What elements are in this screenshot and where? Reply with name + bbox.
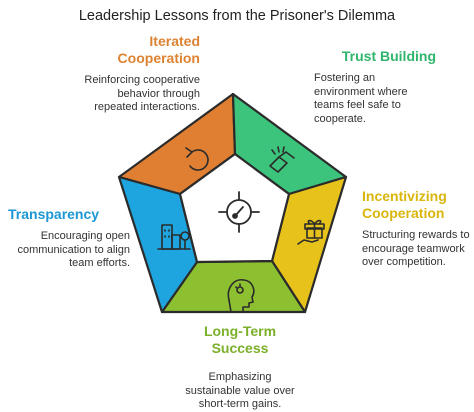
iterated-cooperation-title: Iterated Cooperation bbox=[40, 33, 200, 67]
desc-line: cooperate. bbox=[314, 112, 366, 125]
desc-line: teams feel safe to bbox=[314, 99, 401, 111]
trust-building-description: Fostering an environment where teams fee… bbox=[314, 72, 436, 126]
transparency-title: Transparency bbox=[8, 206, 130, 223]
desc-line: Fostering an bbox=[314, 72, 376, 84]
title-line: Incentivizing bbox=[362, 188, 447, 204]
desc-line: Reinforcing cooperative bbox=[84, 74, 200, 86]
desc-line: behavior through bbox=[117, 87, 200, 100]
target-dial-icon bbox=[218, 191, 260, 233]
handshake-icon bbox=[269, 146, 295, 173]
title-line: Cooperation bbox=[117, 50, 200, 66]
title-line: Trust Building bbox=[341, 48, 436, 64]
desc-line: repeated interactions. bbox=[94, 101, 200, 113]
desc-line: sustainable value over bbox=[185, 384, 295, 397]
transparency-block: Transparency Encouraging open communicat… bbox=[8, 206, 130, 271]
gift-icon bbox=[297, 219, 325, 245]
desc-line: encourage teamwork bbox=[362, 242, 465, 255]
long-term-success-block: Long-Term Success Emphasizing sustainabl… bbox=[170, 323, 310, 412]
center-pentagon bbox=[178, 152, 291, 264]
title-line: Success bbox=[211, 340, 269, 356]
city-building-icon bbox=[157, 224, 191, 250]
iterated-cooperation-description: Reinforcing cooperative behavior through… bbox=[40, 74, 200, 115]
transparency-description: Encouraging open communication to align … bbox=[8, 230, 130, 271]
title-line: Transparency bbox=[8, 206, 100, 222]
trust-building-title: Trust Building bbox=[286, 48, 436, 65]
cycle-arrow-icon bbox=[185, 147, 209, 171]
desc-line: over competition. bbox=[362, 256, 446, 268]
trust-building-block: Trust Building Fostering an environment … bbox=[286, 48, 436, 126]
title-line: Cooperation bbox=[362, 205, 445, 221]
desc-line: team efforts. bbox=[69, 257, 130, 269]
long-term-success-title: Long-Term Success bbox=[170, 323, 310, 357]
long-term-success-description: Emphasizing sustainable value over short… bbox=[170, 371, 310, 412]
incentivizing-cooperation-title: Incentivizing Cooperation bbox=[362, 188, 474, 222]
desc-line: communication to align bbox=[17, 243, 130, 256]
incentivizing-cooperation-description: Structuring rewards to encourage teamwor… bbox=[362, 229, 474, 270]
title-line: Long-Term bbox=[203, 323, 277, 339]
title-line: Iterated bbox=[149, 33, 200, 49]
desc-line: Structuring rewards to bbox=[362, 229, 470, 241]
desc-line: environment where bbox=[314, 85, 408, 98]
head-thinking-icon bbox=[227, 278, 255, 313]
desc-line: Emphasizing bbox=[208, 371, 272, 383]
iterated-cooperation-block: Iterated Cooperation Reinforcing coopera… bbox=[40, 33, 200, 115]
desc-line: Encouraging open bbox=[40, 230, 130, 242]
incentivizing-cooperation-block: Incentivizing Cooperation Structuring re… bbox=[362, 188, 474, 270]
desc-line: short-term gains. bbox=[198, 398, 282, 410]
diagram-title: Leadership Lessons from the Prisoner's D… bbox=[78, 8, 396, 24]
